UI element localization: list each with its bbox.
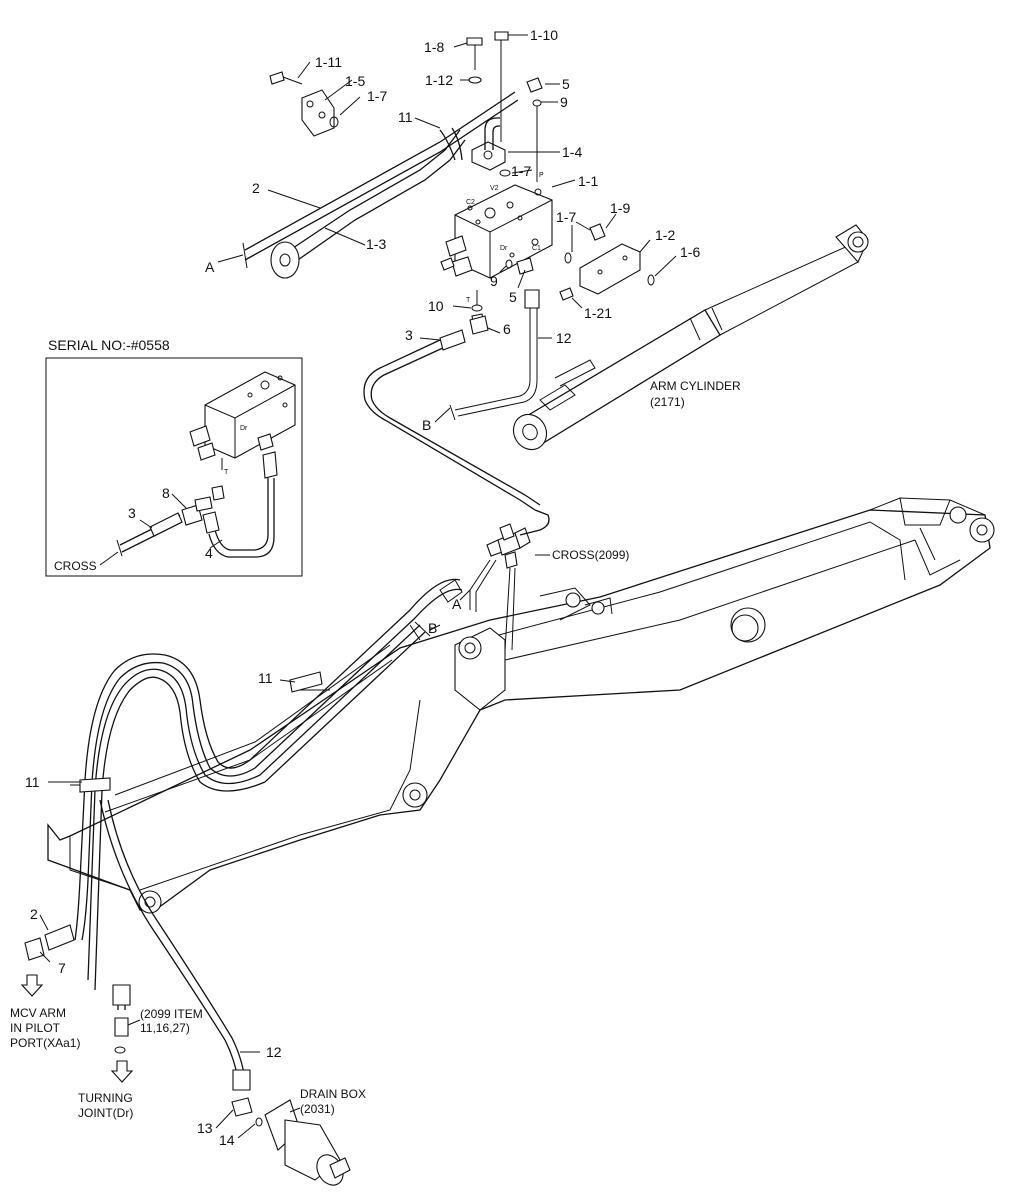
callout-3: 3 [405,327,413,343]
port-t-label: T [466,297,471,304]
port-v2-label: V2 [490,185,499,192]
top-hoses [242,91,541,511]
callout-b-top: B [422,417,431,433]
serial-inset: SERIAL NO:-#0558 Dr T 3 8 4 CROSS [45,337,303,577]
drain-box-label: DRAIN BOX [300,1087,366,1101]
inset-frame [45,357,303,577]
callout-a-boom: A [452,596,462,612]
callout-12-bottom: 12 [266,1044,282,1060]
arm-cylinder-label: ARM CYLINDER [650,379,741,393]
callout-1-1: 1-1 [578,173,598,189]
callout-6: 6 [503,321,511,337]
item-numbers-label: 11,16,27) [140,1021,190,1035]
direction-arrows [20,974,134,1083]
callout-1-7b: 1-7 [511,163,531,179]
callout-2-top: 2 [252,180,260,196]
drain-box [264,1099,351,1186]
cross-2099-label: CROSS(2099) [552,548,629,562]
mcv-pilot-label: IN PILOT [10,1021,61,1035]
callout-11-mid: 11 [258,670,273,686]
port-p-label: P [539,172,544,179]
callout-11-top: 11 [398,109,413,125]
turning-joint-port: JOINT(Dr) [78,1106,133,1120]
callout-9-top: 9 [560,94,568,110]
callout-12-top: 12 [556,330,572,346]
callout-5-mid: 5 [509,289,517,305]
port-c2-label: C2 [466,199,475,206]
down-arrow-icon [110,1060,134,1083]
boom [47,497,995,914]
callout-1-5: 1-5 [345,73,365,89]
inset-title: SERIAL NO:-#0558 [48,337,170,353]
boom-hoses [24,578,463,1127]
callout-2-bottom: 2 [30,906,38,922]
callout-1-4: 1-4 [562,144,582,160]
callout-1-12: 1-12 [425,72,453,88]
inset-port-dr: Dr [240,425,248,432]
callout-1-6: 1-6 [680,244,700,260]
callout-9-mid: 9 [490,273,498,289]
cross-fitting [469,509,550,651]
callout-14: 14 [219,1132,235,1148]
callout-11-left: 11 [25,774,40,790]
leader-lines [39,34,677,1139]
callout-10: 10 [428,298,444,314]
inset-callout-4: 4 [205,545,213,561]
callout-labels: 1-8 1-10 1-11 1-12 1-5 5 9 1-7 11 1-4 1-… [10,27,741,1148]
inset-port-t: T [224,469,229,476]
down-arrow-icon [20,974,44,997]
callout-a-top: A [205,259,215,275]
arm-cylinder [512,224,869,451]
callout-1-9: 1-9 [610,200,630,216]
callout-7: 7 [58,960,66,976]
small-parts-top [269,31,655,329]
callout-1-8: 1-8 [424,39,444,55]
callout-13: 13 [197,1120,213,1136]
mcv-arm-label: MCV ARM [10,1006,66,1020]
inset-cross-label: CROSS [54,559,97,573]
inset-callout-8: 8 [162,485,170,501]
inset-callout-3: 3 [128,505,136,521]
callout-5-top: 5 [562,76,570,92]
mcv-port-label: PORT(XAa1) [10,1036,80,1050]
item-2099-label: (2099 ITEM [140,1007,203,1021]
callout-1-10: 1-10 [530,27,558,43]
flange-1-4 [471,117,506,171]
callout-1-2: 1-2 [655,227,675,243]
callout-1-7a: 1-7 [367,88,387,104]
port-dr-label: Dr [500,245,508,252]
arm-cylinder-number: (2171) [650,395,685,409]
control-valve-1-1: C2 V2 P Dr C1 T [440,172,553,304]
drain-box-number: (2031) [300,1102,335,1116]
callout-b-boom: B [428,620,437,636]
callout-1-3: 1-3 [366,236,386,252]
callout-1-21: 1-21 [584,305,612,321]
callout-1-11: 1-11 [315,54,342,70]
callout-1-7c: 1-7 [556,209,576,225]
port-c1-label: C1 [532,245,541,252]
turning-joint-label: TURNING [78,1091,133,1105]
